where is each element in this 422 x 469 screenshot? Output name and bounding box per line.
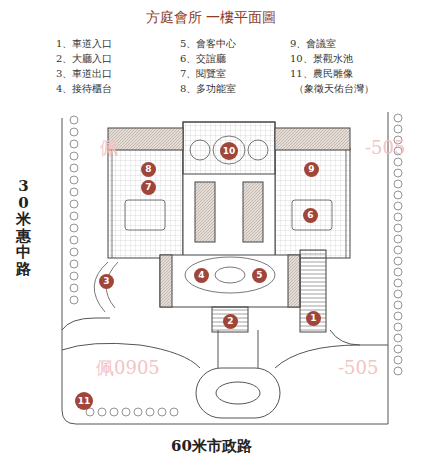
callout-text: 11	[78, 397, 91, 406]
legend-item: 1、車道入口	[56, 38, 112, 49]
callout-number: 8	[141, 162, 156, 177]
tree	[394, 235, 402, 243]
tree	[146, 408, 154, 416]
legend-item: 9、會議室	[290, 38, 336, 49]
tree	[394, 125, 402, 133]
tree	[394, 180, 402, 188]
legend-item: 8、多功能室	[180, 83, 236, 94]
tree	[134, 408, 142, 416]
tree	[70, 140, 78, 148]
tree	[70, 248, 78, 256]
callout-text: 9	[308, 165, 314, 174]
tree	[394, 367, 402, 375]
tree	[394, 290, 402, 298]
legend-item: 2、大廳入口	[56, 53, 112, 64]
tree	[394, 257, 402, 265]
watermark: -505	[338, 358, 378, 378]
legend-item: 6、交誼廳	[180, 53, 226, 64]
tree	[170, 408, 178, 416]
legend-item: （象徵天佑台灣）	[294, 83, 374, 94]
tree	[394, 169, 402, 177]
tree	[122, 408, 130, 416]
legend-item: 5、會客中心	[180, 38, 236, 49]
callout-number: 4	[194, 268, 209, 283]
tree	[394, 268, 402, 276]
tree	[394, 224, 402, 232]
callout-text: 2	[227, 317, 233, 326]
tree	[70, 260, 78, 268]
callout-text: 5	[256, 271, 262, 280]
watermark: -505	[365, 138, 405, 158]
callout-number: 9	[304, 162, 319, 177]
tree	[394, 158, 402, 166]
tree	[70, 236, 78, 244]
callout-number: 7	[141, 180, 156, 195]
tree	[70, 176, 78, 184]
callout-text: 10	[223, 147, 236, 156]
legend-item: 3、車道出口	[56, 68, 112, 79]
callout-number: 6	[303, 208, 318, 223]
tree	[394, 114, 402, 122]
tree	[70, 272, 78, 280]
callout-number: 10	[220, 142, 238, 160]
tree	[70, 188, 78, 196]
tree	[70, 224, 78, 232]
plan-title: 方庭會所 一樓平面圖	[146, 10, 276, 25]
callout-number: 11	[75, 392, 93, 410]
tree	[158, 408, 166, 416]
legend-item: 7、閱覽室	[180, 68, 226, 79]
callout-text: 8	[145, 165, 151, 174]
legend-item: 4、接待櫃台	[56, 83, 112, 94]
tree	[394, 301, 402, 309]
callout-text: 1	[310, 314, 316, 323]
tree	[394, 191, 402, 199]
tree	[70, 212, 78, 220]
tree	[70, 200, 78, 208]
callout-number: 2	[223, 314, 238, 329]
tree	[70, 164, 78, 172]
callout-number: 5	[252, 268, 267, 283]
watermark: 佩	[100, 138, 118, 158]
callout-text: 7	[145, 183, 151, 192]
road-name: 30米惠中路	[16, 178, 31, 277]
callout-text: 3	[103, 277, 109, 286]
tree	[394, 246, 402, 254]
tree	[394, 323, 402, 331]
watermark: 佩0905	[96, 358, 160, 378]
tree	[394, 345, 402, 353]
tree	[70, 128, 78, 136]
tree	[70, 284, 78, 292]
tree	[394, 356, 402, 364]
tree	[70, 296, 78, 304]
callout-text: 4	[198, 271, 204, 280]
legend-item: 11、農民雕像	[290, 68, 353, 79]
tree	[70, 116, 78, 124]
callout-text: 6	[307, 211, 313, 220]
tree	[394, 213, 402, 221]
road-name: 60米市政路	[171, 438, 252, 455]
tree	[394, 279, 402, 287]
callout-number: 1	[306, 311, 321, 326]
tree	[394, 202, 402, 210]
tree	[394, 312, 402, 320]
tree	[98, 408, 106, 416]
tree	[394, 334, 402, 342]
tree	[110, 408, 118, 416]
legend-item: 10、景觀水池	[290, 53, 353, 64]
callout-number: 3	[99, 274, 114, 289]
tree	[70, 152, 78, 160]
